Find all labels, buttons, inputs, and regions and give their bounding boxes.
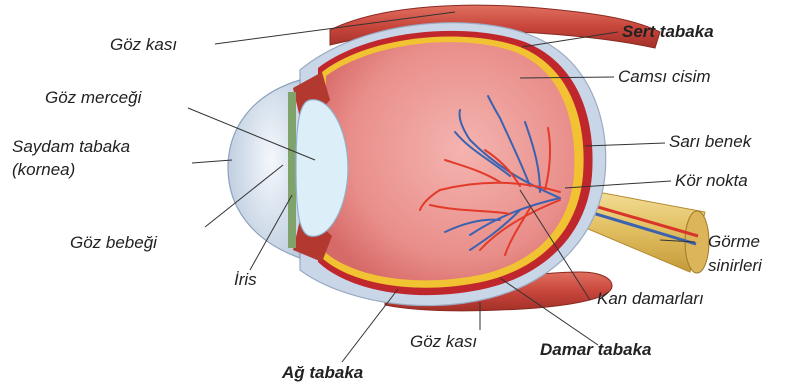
label-goz-bebegi: Göz bebeği [70,233,157,253]
label-kornea: (kornea) [12,160,75,180]
label-sert-tabaka: Sert tabaka [622,22,714,42]
iris-band [288,92,296,248]
label-gorme: Görme [708,232,760,252]
label-damar-tabaka: Damar tabaka [540,340,652,360]
label-goz-kasi-bottom: Göz kası [410,332,477,352]
label-kan-damarlari: Kan damarları [597,289,704,309]
label-kor-nokta: Kör nokta [675,171,748,191]
label-saydam-tabaka: Saydam tabaka [12,137,130,157]
label-sinirleri: sinirleri [708,256,762,276]
label-iris: İris [234,270,257,290]
label-goz-mercegi: Göz merceği [45,88,141,108]
label-sari-benek: Sarı benek [669,132,751,152]
label-camsi-cisim: Camsı cisim [618,67,711,87]
label-goz-kasi-top: Göz kası [110,35,177,55]
label-ag-tabaka: Ağ tabaka [282,363,363,383]
